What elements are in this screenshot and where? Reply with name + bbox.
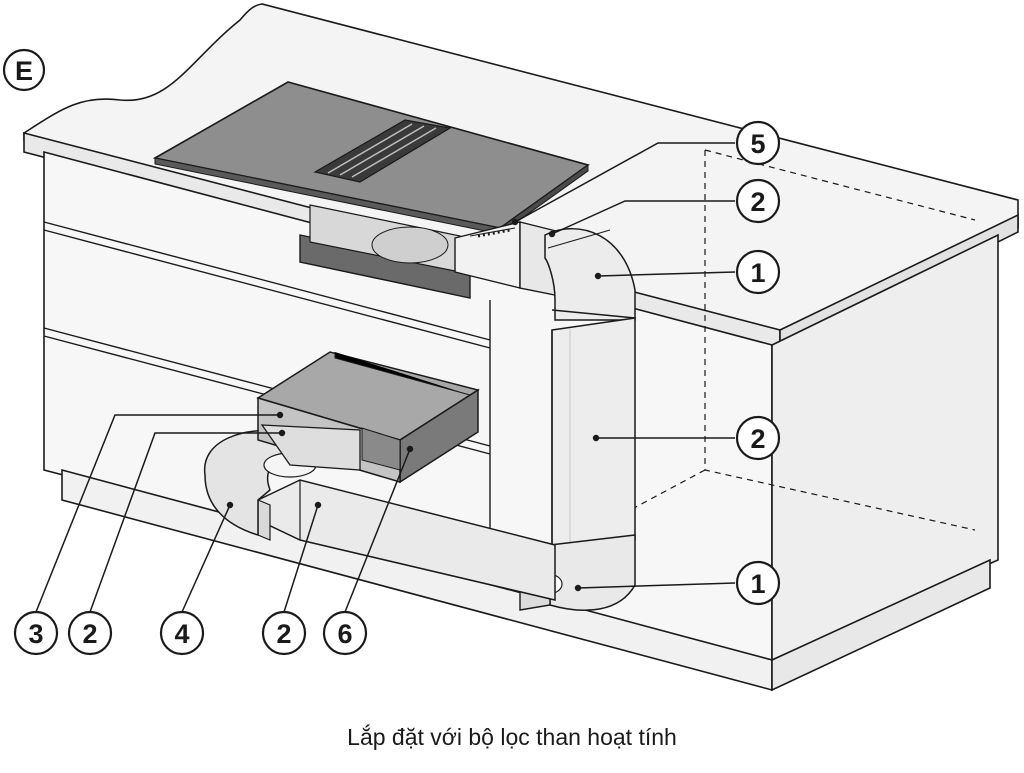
- callout-bottom-3: 4: [159, 610, 205, 656]
- callout-bottom-4: 2: [261, 610, 307, 656]
- callout-number: 1: [750, 258, 765, 288]
- view-label: E: [2, 48, 46, 92]
- connector-grille: [477, 228, 511, 238]
- callout-number: 4: [174, 619, 189, 649]
- callout-number: 2: [750, 187, 765, 217]
- callout-right-2: 2: [735, 178, 781, 224]
- callout-right-1: 5: [735, 120, 781, 166]
- callout-number: 3: [28, 619, 43, 649]
- callout-right-4: 2: [735, 415, 781, 461]
- leader-lines: [35, 142, 736, 613]
- vent-grille: [313, 119, 452, 183]
- callout-number: 2: [82, 619, 97, 649]
- leader-dots: [226, 218, 602, 592]
- callout-number: 2: [276, 619, 291, 649]
- callout-number: 6: [337, 619, 352, 649]
- figure-caption: Lắp đặt với bộ lọc than hoạt tính: [347, 724, 677, 750]
- callout-number: 1: [750, 569, 765, 599]
- callout-number: 5: [750, 129, 765, 159]
- view-label-text: E: [15, 56, 33, 86]
- upper-duct-run: [454, 221, 636, 321]
- callout-bottom-2: 2: [67, 610, 113, 656]
- vertical-duct: [551, 317, 636, 553]
- charcoal-filter-box: [256, 351, 480, 484]
- callout-number: 2: [750, 424, 765, 454]
- callout-bottom-5: 6: [322, 610, 368, 656]
- callout-right-5: 1: [735, 560, 781, 606]
- callout-bottom-1: 3: [13, 610, 59, 656]
- callout-right-3: 1: [735, 249, 781, 295]
- cooktop: [152, 81, 590, 235]
